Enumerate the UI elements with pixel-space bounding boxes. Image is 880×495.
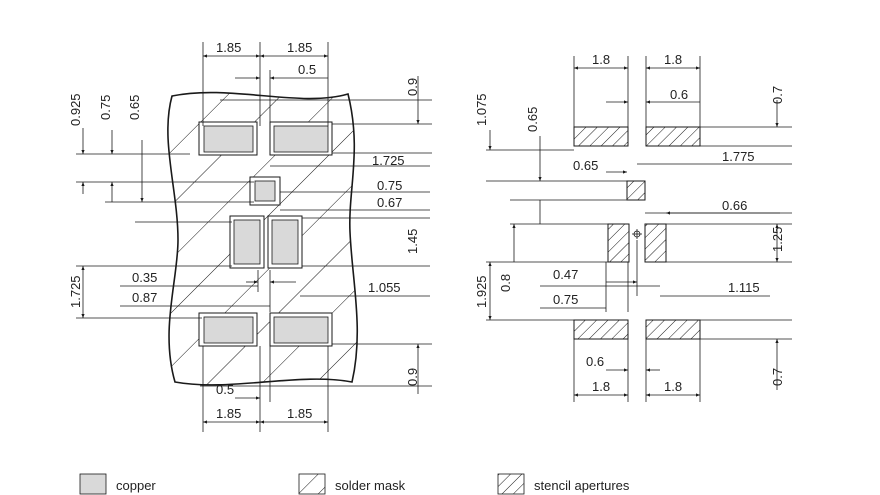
dim-1.925: 1.925 — [474, 275, 489, 308]
stencil-aperture-mid-right — [644, 223, 667, 263]
stencil-aperture-top-right — [645, 126, 701, 147]
stencil-aperture-center-small — [626, 180, 646, 201]
dim-1.8-bottom-right: 1.8 — [664, 379, 682, 394]
dim-0.65-vertical: 0.65 — [127, 95, 142, 120]
dim-0.5-bottom: 0.5 — [216, 382, 234, 397]
dim-0.75-vertical: 0.75 — [98, 95, 113, 120]
dim-0.35: 0.35 — [132, 270, 157, 285]
dim-0.47: 0.47 — [553, 267, 578, 282]
dim-0.65-horizontal: 0.65 — [573, 158, 598, 173]
dim-0.925: 0.925 — [68, 93, 83, 126]
dim-1.85-top-left: 1.85 — [216, 40, 241, 55]
dim-1.075: 1.075 — [474, 93, 489, 126]
dim-1.25: 1.25 — [770, 227, 785, 252]
legend-copper-label: copper — [116, 478, 156, 493]
dim-0.9-top: 0.9 — [405, 78, 420, 96]
legend-stencil-label: stencil apertures — [534, 478, 630, 493]
right-stencil-pattern: 1.8 1.8 0.6 0.7 1.075 0.65 1.775 0.65 0.… — [474, 52, 792, 402]
dim-0.7-bottom: 0.7 — [770, 368, 785, 386]
stencil-aperture-top-left — [573, 126, 629, 147]
dim-1.8-top-right: 1.8 — [664, 52, 682, 67]
dim-1.45: 1.45 — [405, 229, 420, 254]
legend-copper-swatch — [79, 473, 107, 495]
dim-1.85-bottom-left: 1.85 — [216, 406, 241, 421]
dim-1.85-bottom-right: 1.85 — [287, 406, 312, 421]
dim-0.5-top: 0.5 — [298, 62, 316, 77]
legend: copper solder mask stencil apertures — [79, 473, 630, 495]
dim-0.9-bottom: 0.9 — [405, 368, 420, 386]
legend-solder-mask-swatch — [298, 473, 326, 495]
dim-0.8: 0.8 — [498, 274, 513, 292]
dim-1.775: 1.775 — [722, 149, 755, 164]
dim-0.6-bottom: 0.6 — [586, 354, 604, 369]
dim-1.85-top-right: 1.85 — [287, 40, 312, 55]
legend-solder-mask-label: solder mask — [335, 478, 406, 493]
stencil-aperture-mid-left — [607, 223, 630, 263]
dim-1.8-top-left: 1.8 — [592, 52, 610, 67]
dim-1.115: 1.115 — [728, 280, 760, 295]
dim-1.055: 1.055 — [368, 280, 401, 295]
dim-0.66: 0.66 — [722, 198, 747, 213]
dim-1.725-vertical: 1.725 — [68, 275, 83, 308]
dim-0.65-vertical: 0.65 — [525, 107, 540, 132]
center-crosshair-icon — [632, 229, 642, 239]
dim-0.75: 0.75 — [553, 292, 578, 307]
dim-1.725-horizontal: 1.725 — [372, 153, 405, 168]
legend-stencil-swatch — [497, 473, 525, 495]
dim-0.75-horizontal: 0.75 — [377, 178, 402, 193]
dim-0.87: 0.87 — [132, 290, 157, 305]
stencil-aperture-bottom-right — [645, 319, 701, 340]
dim-0.6-top: 0.6 — [670, 87, 688, 102]
dim-0.67: 0.67 — [377, 195, 402, 210]
left-land-pattern: 1.85 1.85 0.5 0.9 0.925 0.75 0.65 1.725 … — [68, 40, 432, 432]
stencil-aperture-bottom-left — [573, 319, 629, 340]
dim-1.8-bottom-left: 1.8 — [592, 379, 610, 394]
dim-0.7-top: 0.7 — [770, 86, 785, 104]
